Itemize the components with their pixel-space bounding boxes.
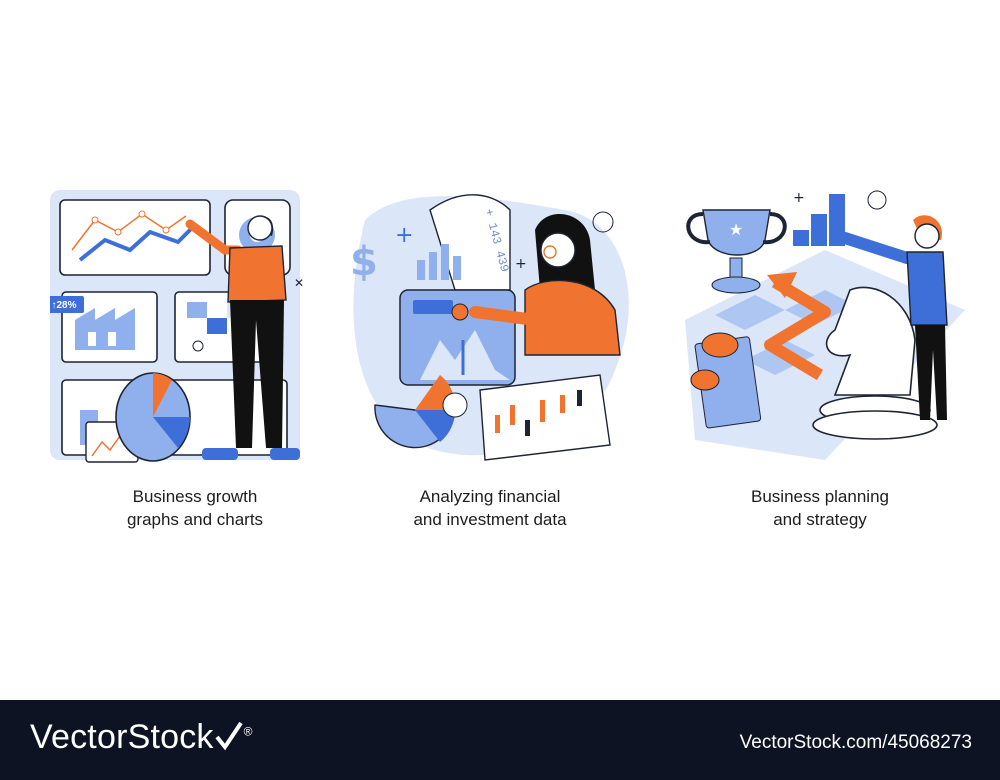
svg-text:+: +	[395, 223, 413, 248]
checkmark-logo-icon	[215, 721, 243, 751]
illustration-financial-analysis: + 143 439 $ +	[345, 180, 635, 550]
caption-financial-analysis: Analyzing financial and investment data	[345, 485, 635, 531]
business-planning-artwork: ★ +	[685, 190, 965, 460]
business-growth-artwork: ↑28% ✕	[50, 190, 304, 463]
caption-line: and investment data	[413, 510, 567, 529]
chess-knight-icon	[812, 286, 938, 440]
svg-text:+: +	[793, 190, 805, 206]
trophy-icon: ★	[686, 209, 787, 294]
dollar-icon: $	[350, 239, 378, 285]
illustration-business-planning: ★ +	[675, 180, 965, 550]
illustration-stage: ↑28% ✕ Business growth graphs and charts…	[50, 180, 965, 550]
vectorstock-logo[interactable]: VectorStock ®	[30, 718, 253, 757]
registered-mark: ®	[243, 724, 253, 739]
caption-line: graphs and charts	[126, 510, 264, 529]
illustration-business-growth: ↑28% ✕ Business growth graphs and charts	[50, 180, 340, 550]
svg-text:+: +	[515, 256, 527, 272]
svg-text:✕: ✕	[294, 276, 304, 290]
svg-text:★: ★	[729, 220, 743, 239]
caption-line: Business growth	[132, 487, 258, 506]
growth-badge-text: ↑28%	[51, 300, 76, 311]
stock-id-link[interactable]: VectorStock.com/45068273	[739, 732, 972, 753]
brand-name: VectorStock	[30, 718, 214, 756]
caption-business-planning: Business planning and strategy	[675, 485, 965, 531]
financial-analysis-artwork: + 143 439 $ +	[350, 194, 629, 461]
caption-line: Analyzing financial	[419, 487, 561, 506]
caption-business-growth: Business growth graphs and charts	[50, 485, 340, 531]
caption-line: Business planning	[751, 487, 889, 506]
growth-badge	[50, 296, 84, 313]
watermark-footer: VectorStock ® VectorStock.com/45068273	[0, 700, 1000, 780]
caption-line: and strategy	[773, 510, 867, 529]
